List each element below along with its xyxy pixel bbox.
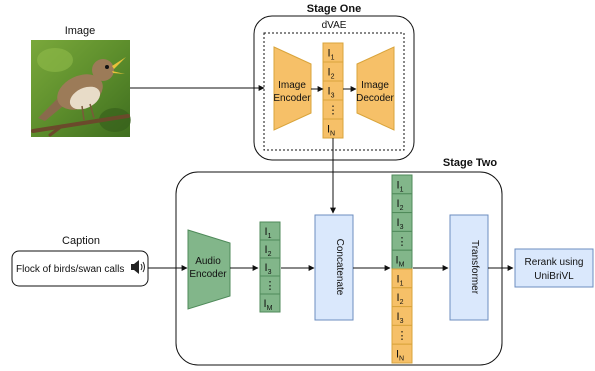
rerank-block: Rerank using UniBriVL [514,248,594,288]
concat-image-token: ⋮ [391,324,413,345]
audio-token: IM [259,293,281,313]
image-encoder-label-line2: Encoder [273,93,311,104]
image-encoder-label-line1: Image [278,80,306,91]
stage-one-token-label: I3 [328,86,335,100]
concat-audio-token: IM [391,249,413,270]
image-encoder: Image Encoder [273,46,312,131]
concat-image-token: I3 [391,306,413,326]
audio-token-label: IM [264,298,273,312]
concat-image-token-label: I1 [397,273,404,287]
audio-encoder-label-line1: Audio [195,256,221,267]
dvae-label: dVAE [322,20,347,31]
concat-audio-token: I2 [391,193,413,214]
caption-label: Caption [62,235,100,247]
transformer-label: Transformer [469,240,480,295]
concat-audio-token-label: I3 [397,217,404,231]
stage-one-title: Stage One [307,3,361,15]
stage-one-token: IN [322,118,344,139]
stage-one-token-label: I1 [328,48,335,62]
concatenate-label: Concatenate [334,239,345,296]
audio-token: I1 [259,221,281,241]
stage-one-token: I1 [322,42,344,63]
image-decoder-label-line1: Image [361,80,389,91]
concat-audio-token: I3 [391,212,413,232]
audio-token-label: I2 [265,244,272,258]
concat-image-token: I1 [391,268,413,289]
concat-audio-token-label: IM [396,255,405,269]
stage-one-token-label: ⋮ [328,105,339,117]
transformer-block: Transformer [449,214,489,321]
concat-audio-token-label: I1 [397,179,404,193]
image-decoder: Image Decoder [356,46,395,131]
stage-two-title: Stage Two [443,157,497,169]
caption-text: Flock of birds/swan calls [16,264,124,275]
concat-audio-token-label: ⋮ [397,236,408,248]
dvae-box [263,32,405,151]
stage-one-token: I2 [322,61,344,82]
audio-token: I2 [259,239,281,259]
concat-image-token: IN [391,343,413,364]
audio-token-label: I3 [265,262,272,276]
stage-one-box [253,15,415,161]
concat-image-token-label: ⋮ [397,330,408,342]
concat-image-token-label: I2 [397,292,404,306]
audio-encoder-label-line2: Encoder [189,269,227,280]
stage-one-token-label: IN [327,124,335,138]
bird-photo [31,40,131,137]
rerank-label-line1: Rerank using [525,257,584,268]
stage-one-token-label: I2 [328,67,335,81]
concat-audio-token: ⋮ [391,230,413,251]
stage-one-token: ⋮ [322,99,344,120]
image-decoder-label-line2: Decoder [356,93,394,104]
rerank-label-line2: UniBriVL [534,271,574,282]
audio-token-label: ⋮ [265,280,276,292]
audio-token: ⋮ [259,275,281,295]
concat-image-token-label: I3 [397,311,404,325]
speaker-icon [131,260,145,274]
audio-encoder: Audio Encoder [187,229,231,310]
stage-one-token: I3 [322,80,344,101]
concat-image-token: I2 [391,287,413,308]
audio-token-label: I1 [265,226,272,240]
concat-image-token-label: IN [396,349,404,363]
image-label: Image [65,25,96,37]
concatenate-block: Concatenate [314,214,354,321]
audio-token: I3 [259,257,281,277]
concat-audio-token-label: I2 [397,198,404,212]
concat-audio-token: I1 [391,174,413,195]
